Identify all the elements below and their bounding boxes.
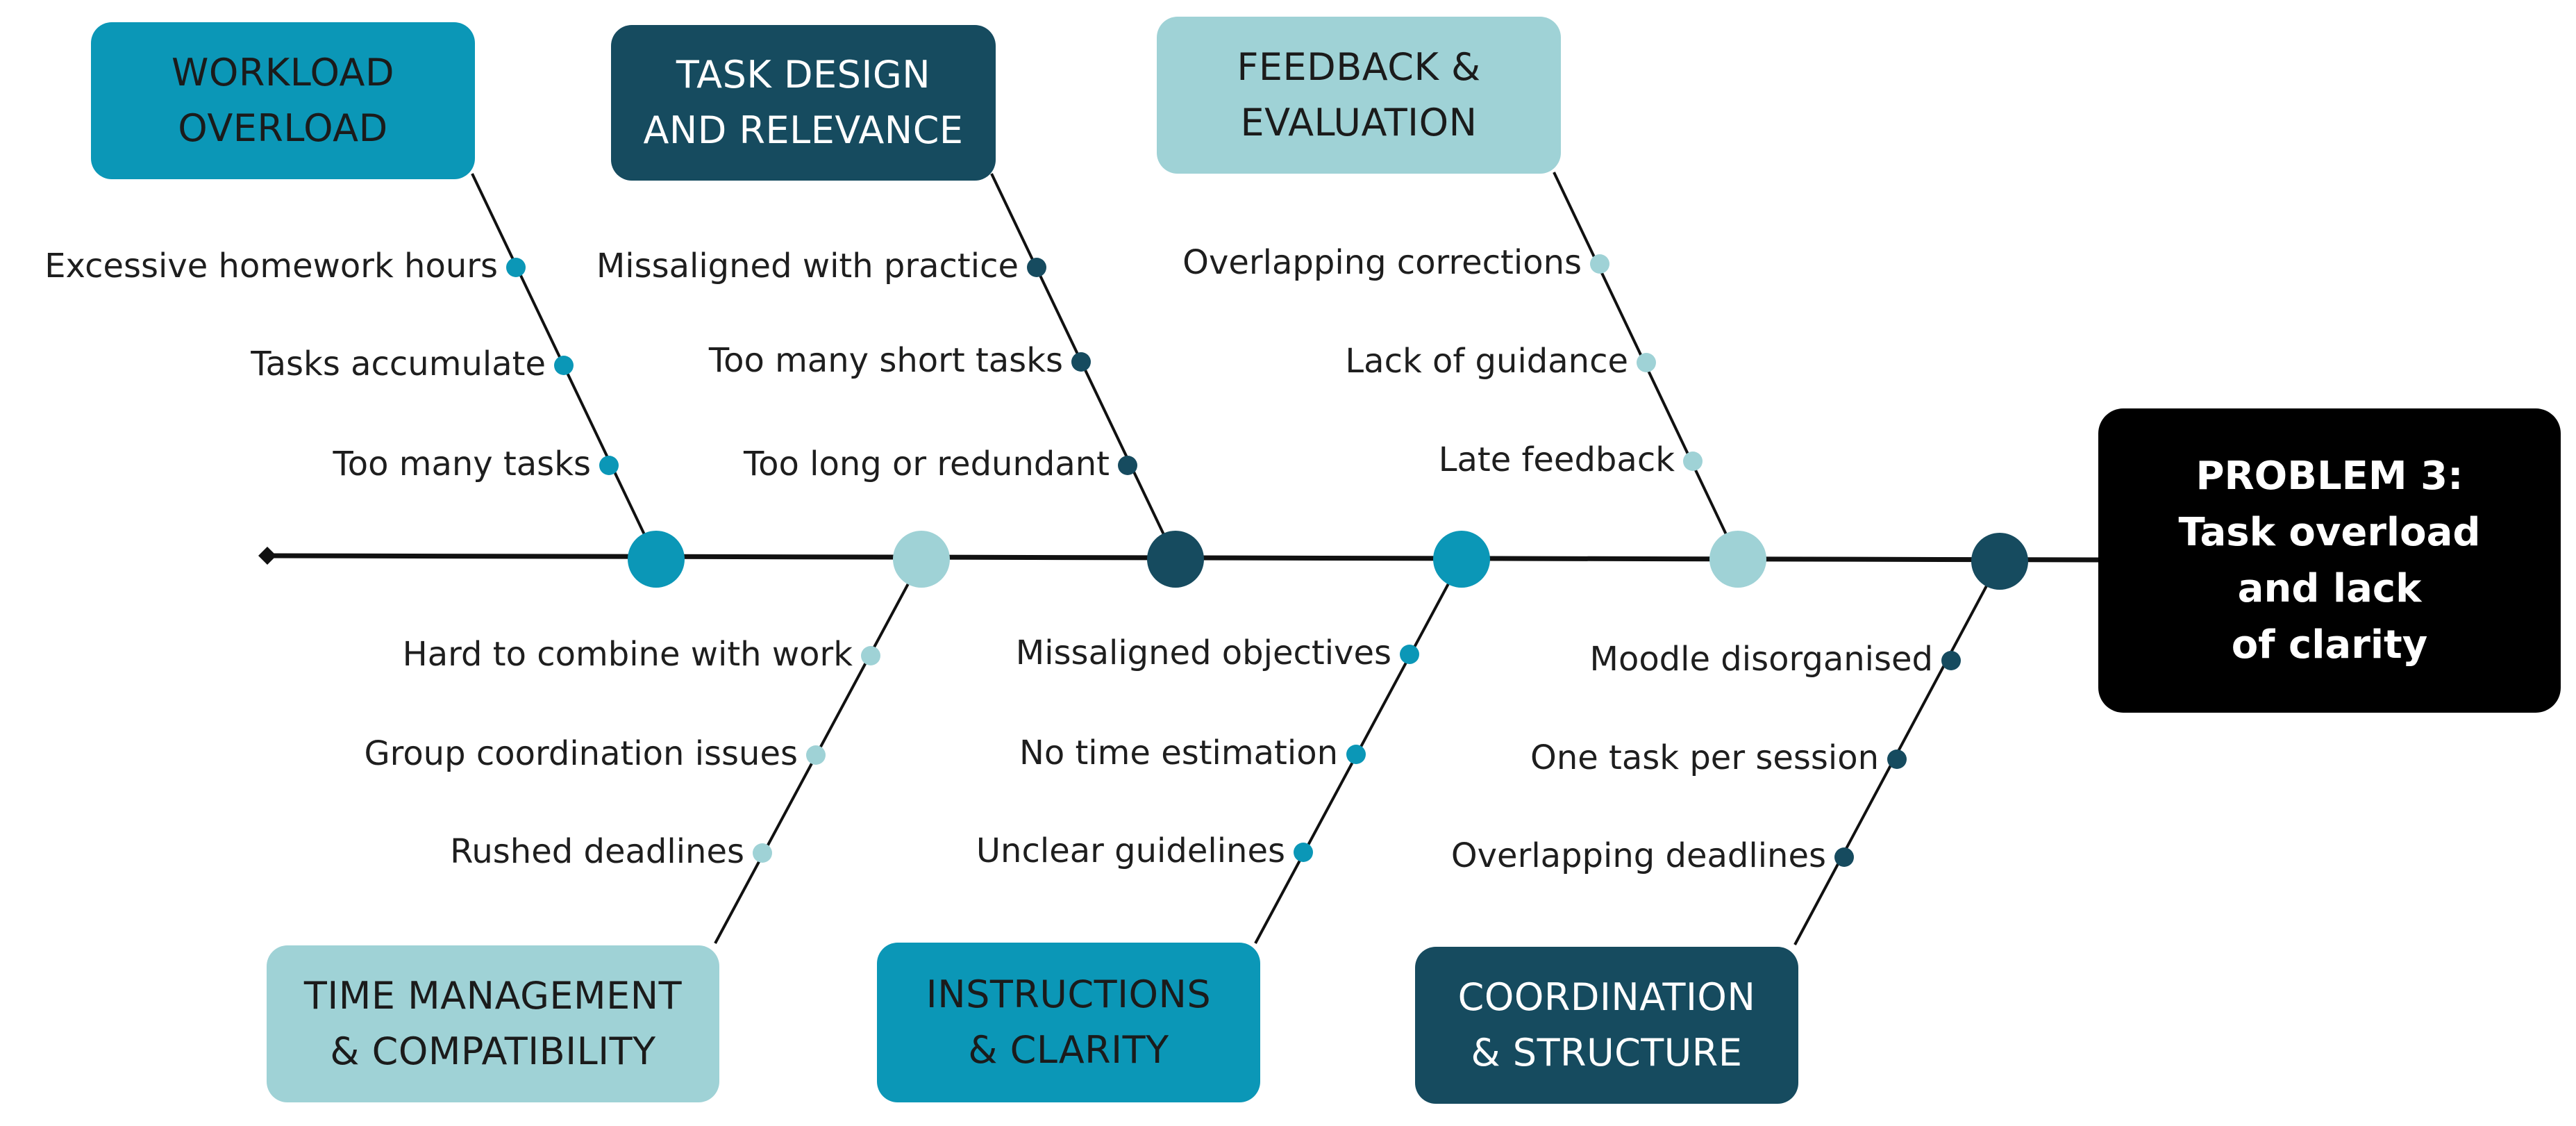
cause-label-workload-overload-1: Excessive homework hours [44, 247, 498, 285]
cause-dot-time-management-compatibility-2 [806, 745, 826, 765]
cause-dot-time-management-compatibility-3 [753, 843, 772, 863]
category-box-task-design-and-relevance: TASK DESIGN AND RELEVANCE [611, 25, 996, 181]
cause-dot-coordination-structure-2 [1887, 750, 1907, 769]
cause-dot-feedback-evaluation-3 [1683, 452, 1703, 471]
cause-label-coordination-structure-3: Overlapping deadlines [1450, 836, 1826, 875]
problem-box: PROBLEM 3: Task overload and lack of cla… [2098, 408, 2561, 713]
category-box-instructions-clarity: INSTRUCTIONS & CLARITY [877, 943, 1260, 1102]
category-box-workload-overload: WORKLOAD OVERLOAD [91, 22, 475, 179]
cause-label-time-management-compatibility-2: Group coordination issues [364, 734, 798, 773]
category-box-feedback-evaluation: FEEDBACK & EVALUATION [1157, 17, 1561, 174]
cause-label-instructions-clarity-1: Missaligned objectives [1015, 634, 1391, 672]
cause-label-task-design-and-relevance-3: Too long or redundant [743, 445, 1110, 483]
category-box-time-management-compatibility: TIME MANAGEMENT & COMPATIBILITY [267, 945, 719, 1102]
spine-node-instructions-clarity [1433, 531, 1490, 588]
cause-dot-coordination-structure-3 [1834, 847, 1854, 867]
cause-dot-instructions-clarity-2 [1346, 745, 1366, 764]
spine-node-workload-overload [628, 531, 685, 588]
cause-dot-instructions-clarity-3 [1294, 843, 1313, 862]
cause-dot-task-design-and-relevance-1 [1027, 258, 1046, 277]
cause-label-workload-overload-3: Too many tasks [333, 445, 591, 483]
cause-label-task-design-and-relevance-2: Too many short tasks [708, 341, 1063, 380]
cause-dot-task-design-and-relevance-2 [1071, 352, 1091, 372]
cause-dot-workload-overload-1 [506, 258, 526, 277]
cause-label-time-management-compatibility-1: Hard to combine with work [402, 635, 853, 674]
cause-label-coordination-structure-2: One task per session [1530, 738, 1879, 777]
cause-label-task-design-and-relevance-1: Missaligned with practice [596, 247, 1019, 285]
spine-node-coordination-structure [1971, 533, 2028, 590]
cause-dot-workload-overload-2 [554, 356, 574, 375]
cause-dot-feedback-evaluation-1 [1590, 254, 1609, 274]
cause-label-coordination-structure-1: Moodle disorganised [1589, 640, 1933, 679]
category-box-coordination-structure: COORDINATION & STRUCTURE [1415, 947, 1798, 1104]
cause-label-time-management-compatibility-3: Rushed deadlines [450, 832, 744, 871]
cause-dot-coordination-structure-1 [1941, 651, 1961, 670]
cause-label-instructions-clarity-2: No time estimation [1019, 734, 1338, 772]
cause-label-workload-overload-2: Tasks accumulate [251, 345, 546, 383]
cause-dot-time-management-compatibility-1 [861, 646, 880, 665]
cause-label-feedback-evaluation-1: Overlapping corrections [1182, 243, 1582, 282]
spine-tail-marker [258, 547, 276, 565]
cause-dot-task-design-and-relevance-3 [1118, 456, 1137, 475]
cause-dot-instructions-clarity-1 [1400, 645, 1419, 664]
cause-label-feedback-evaluation-3: Late feedback [1438, 440, 1675, 479]
spine-node-feedback-evaluation [1709, 531, 1766, 588]
spine-node-task-design-and-relevance [1147, 531, 1204, 588]
cause-dot-feedback-evaluation-2 [1637, 353, 1656, 372]
spine-node-time-management-compatibility [893, 531, 950, 588]
cause-label-feedback-evaluation-2: Lack of guidance [1345, 342, 1628, 381]
cause-dot-workload-overload-3 [599, 456, 619, 475]
cause-label-instructions-clarity-3: Unclear guidelines [976, 831, 1285, 870]
